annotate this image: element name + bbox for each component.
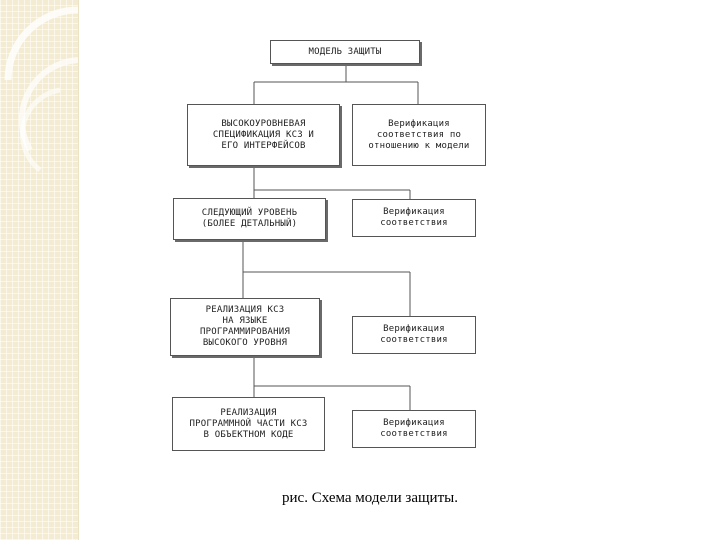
level-2-verification-box: Верификация соответствия xyxy=(352,199,476,237)
decorative-arcs xyxy=(4,6,78,172)
level-3-verification-box: Верификация соответствия xyxy=(352,316,476,354)
level-1-verification-box: Верификация соответствия по отношению к … xyxy=(352,104,486,166)
figure-caption: рис. Схема модели защиты. xyxy=(282,490,458,506)
level-4-main-box: РЕАЛИЗАЦИЯ ПРОГРАММНОЙ ЧАСТИ КСЗ В ОБЪЕК… xyxy=(172,397,325,451)
level-2-main-box: СЛЕДУЮЩИЙ УРОВЕНЬ (БОЛЕЕ ДЕТАЛЬНЫЙ) xyxy=(173,198,326,240)
decorative-side-strip xyxy=(0,0,79,540)
level-1-main-box: ВЫСОКОУРОВНЕВАЯ СПЕЦИФИКАЦИЯ КСЗ И ЕГО И… xyxy=(187,104,340,166)
level-4-verification-box: Верификация соответствия xyxy=(352,410,476,448)
top-box-model: МОДЕЛЬ ЗАЩИТЫ xyxy=(270,40,420,64)
level-3-main-box: РЕАЛИЗАЦИЯ КСЗ НА ЯЗЫКЕ ПРОГРАММИРОВАНИЯ… xyxy=(170,298,320,356)
